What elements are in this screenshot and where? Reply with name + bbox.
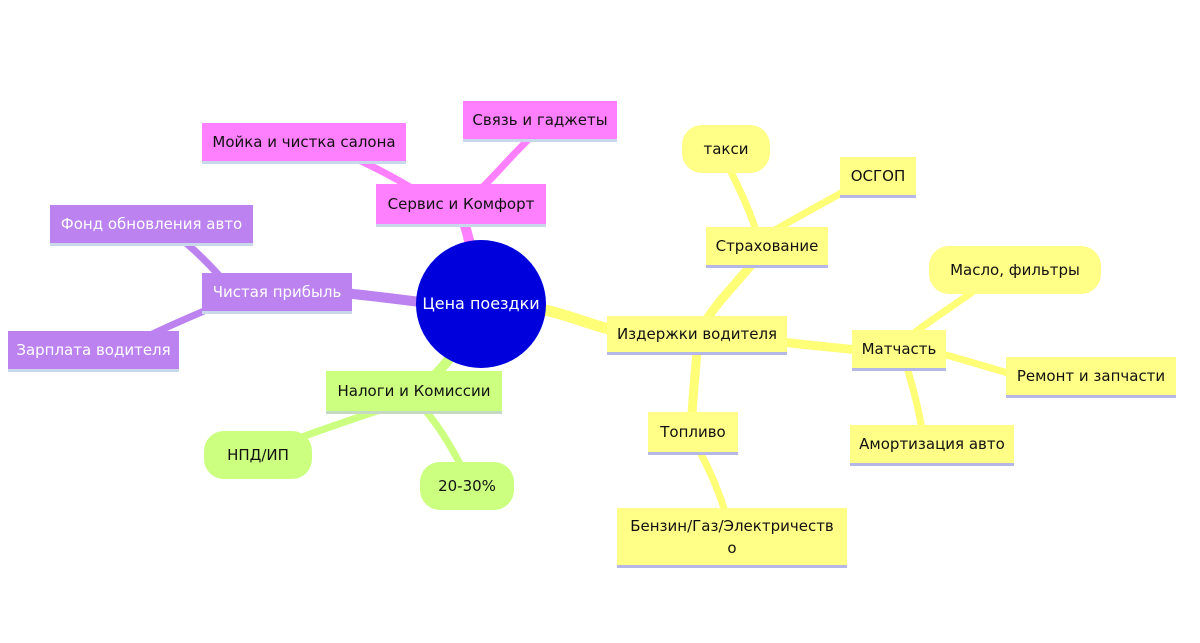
- link-parts-amort: [901, 356, 926, 434]
- topic-connectivity-gadgets-label: Связь и гаджеты: [472, 111, 608, 129]
- topic-driver-salary[interactable]: Зарплата водителя: [8, 331, 179, 369]
- topic-fuel-label: Топливо: [660, 423, 726, 441]
- topic-taxes-commissions-label: Налоги и Комиссии: [337, 382, 491, 400]
- topic-net-profit-label: Чистая прибыль: [212, 283, 342, 301]
- link-fuel-petrol: [696, 448, 729, 516]
- topic-net-profit[interactable]: Чистая прибыль: [202, 273, 352, 311]
- topic-insurance[interactable]: Страхование: [706, 227, 828, 265]
- topic-petrol-gas-electric[interactable]: Бензин/Газ/Электричество: [617, 508, 847, 565]
- topic-service-comfort-label: Сервис и Комфорт: [387, 195, 535, 213]
- link-center-profit: [340, 288, 425, 307]
- topic-fuel[interactable]: Топливо: [648, 412, 738, 452]
- topic-repair-parts-label: Ремонт и запчасти: [1016, 367, 1166, 385]
- topic-npd-ip-label: НПД/ИП: [227, 446, 289, 464]
- topic-osgop-label: ОСГОП: [850, 167, 906, 185]
- topic-parts[interactable]: Матчасть: [852, 330, 946, 368]
- topic-npd-ip[interactable]: НПД/ИП: [204, 431, 312, 479]
- topic-depreciation[interactable]: Амортизация авто: [850, 425, 1014, 463]
- link-driver-costs-parts: [775, 337, 865, 355]
- topic-car-washing-label: Мойка и чистка салона: [212, 133, 396, 151]
- topic-petrol-gas-electric-label: Бензин/Газ/Электричество: [630, 516, 834, 557]
- topic-connectivity-gadgets[interactable]: Связь и гаджеты: [463, 101, 617, 139]
- topic-service-comfort[interactable]: Сервис и Комфорт: [376, 184, 546, 224]
- link-service-gadgets: [476, 134, 534, 194]
- link-driver-costs-fuel: [687, 347, 702, 420]
- topic-driver-costs[interactable]: Издержки водителя: [607, 316, 787, 352]
- topic-driver-salary-label: Зарплата водителя: [16, 341, 171, 359]
- topic-driver-costs-label: Издержки водителя: [616, 325, 778, 343]
- topic-repair-parts[interactable]: Ремонт и запчасти: [1006, 357, 1176, 395]
- central-topic-label: Цена поездки: [422, 294, 540, 313]
- topic-parts-label: Матчасть: [861, 340, 937, 358]
- link-parts-repair: [931, 348, 1019, 379]
- link-driver-costs-insurance: [700, 255, 760, 327]
- topic-car-washing[interactable]: Мойка и чистка салона: [202, 123, 406, 161]
- topic-commission-percent[interactable]: 20-30%: [420, 462, 514, 510]
- topic-car-renewal-fund[interactable]: Фонд обновления авто: [50, 205, 253, 243]
- central-topic[interactable]: Цена поездки: [416, 240, 546, 368]
- topic-car-renewal-fund-label: Фонд обновления авто: [60, 215, 243, 233]
- topic-osgop[interactable]: ОСГОП: [840, 157, 916, 195]
- topic-oil-filters-label: Масло, фильтры: [950, 261, 1080, 279]
- topic-depreciation-label: Амортизация авто: [859, 435, 1005, 453]
- topic-taxi[interactable]: такси: [682, 125, 770, 173]
- topic-taxi-label: такси: [703, 140, 749, 158]
- topic-taxes-commissions[interactable]: Налоги и Комиссии: [326, 371, 502, 411]
- topic-oil-filters[interactable]: Масло, фильтры: [929, 246, 1101, 294]
- link-taxes-percent: [421, 406, 466, 472]
- topic-commission-percent-label: 20-30%: [438, 477, 496, 495]
- topic-insurance-label: Страхование: [715, 237, 819, 255]
